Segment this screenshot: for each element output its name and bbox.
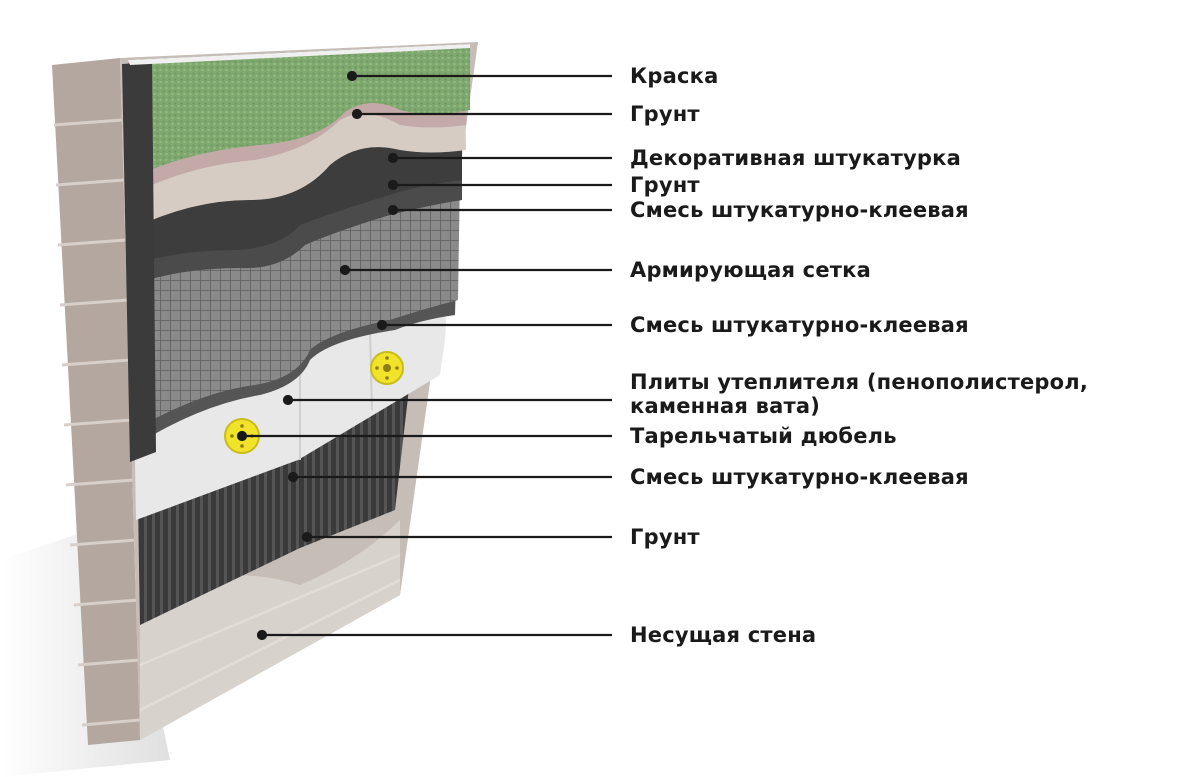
label-load-bearing-wall: Несущая стена bbox=[630, 623, 817, 647]
label-insulation-boards-line2: каменная вата) bbox=[630, 394, 821, 418]
starter-profile bbox=[122, 62, 156, 462]
label-paint: Краска bbox=[630, 64, 719, 88]
label-decorative-plaster: Декоративная штукатурка bbox=[630, 146, 961, 170]
label-adhesive-mix-2: Смесь штукатурно-клеевая bbox=[630, 313, 969, 337]
label-insulation-boards: Плиты утеплителя (пенополистерол, bbox=[630, 370, 1089, 394]
label-disc-dowel: Тарельчатый дюбель bbox=[630, 424, 897, 448]
label-reinforcing-mesh: Армирующая сетка bbox=[630, 258, 871, 282]
label-adhesive-mix-1: Смесь штукатурно-клеевая bbox=[630, 198, 969, 222]
label-adhesive-mix-3: Смесь штукатурно-клеевая bbox=[630, 465, 969, 489]
leader-lines bbox=[236, 70, 612, 641]
label-primer-2: Грунт bbox=[630, 173, 700, 197]
label-primer-3: Грунт bbox=[630, 525, 700, 549]
dowel-icon-2 bbox=[370, 351, 404, 385]
label-primer-1: Грунт bbox=[630, 102, 700, 126]
